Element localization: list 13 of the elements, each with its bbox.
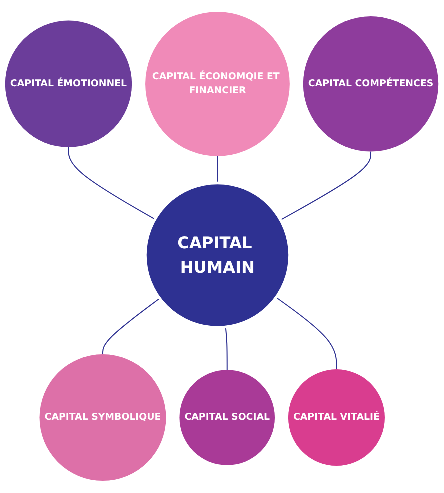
connector — [280, 152, 372, 221]
node-circle: CAPITAL ÉCONOMQIE ET FINANCIER — [146, 12, 290, 156]
node-circle: CAPITAL ÉMOTIONNEL — [5, 20, 132, 148]
connector — [217, 156, 218, 184]
connector — [102, 298, 160, 355]
connector — [276, 297, 338, 370]
node-circle: CAPITAL SYMBOLIQUE — [40, 354, 166, 482]
node-circle: CAPITAL SOCIAL — [180, 370, 276, 466]
node-circle: CAPITAL COMPÉTENCES — [303, 16, 439, 152]
node-circle: CAPITAL HUMAIN — [144, 182, 292, 329]
connector — [68, 148, 156, 220]
connector — [225, 327, 228, 370]
node-circle: CAPITAL VITALIÉ — [288, 370, 385, 466]
